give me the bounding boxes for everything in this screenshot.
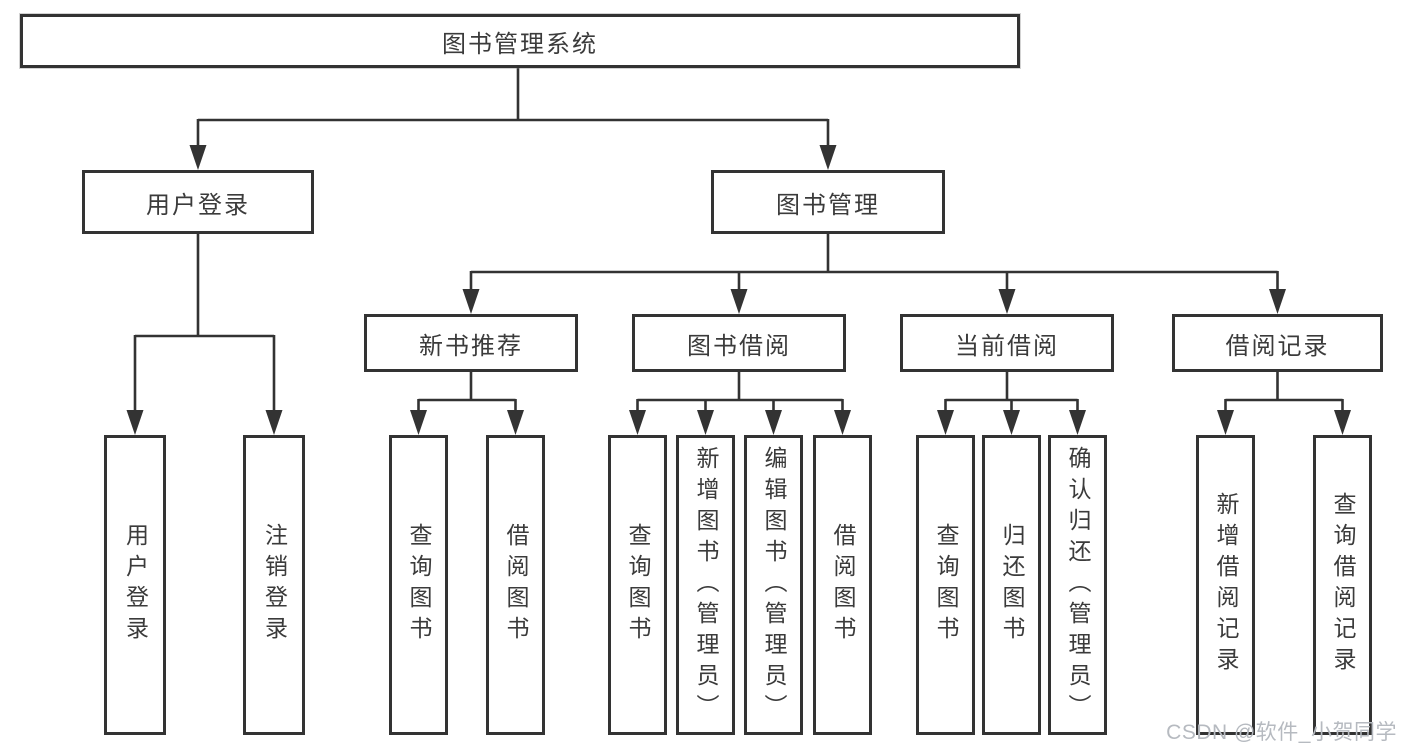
node-root-label: 图书管理系统 — [442, 30, 598, 58]
node-user-login-module: 用户登录 — [82, 170, 314, 234]
leaf-recommend-query-books: 查询图书 — [389, 435, 448, 735]
node-book-borrowing-label: 图书借阅 — [687, 332, 791, 360]
node-current-borrowing-label: 当前借阅 — [955, 332, 1059, 360]
leaf-borrow-books: 借阅图书 — [813, 435, 872, 735]
leaf-recommend-borrow-books-label: 借阅图书 — [503, 523, 529, 647]
node-borrow-records-label: 借阅记录 — [1225, 332, 1330, 360]
leaf-user-login: 用户登录 — [104, 435, 166, 735]
node-book-borrowing: 图书借阅 — [632, 314, 846, 372]
arrowhead-icons — [126, 145, 1351, 435]
leaf-query-borrow-record-label: 查询借阅记录 — [1330, 492, 1356, 678]
leaf-query-borrow-record: 查询借阅记录 — [1313, 435, 1372, 735]
leaf-current-query-books-label: 查询图书 — [933, 523, 959, 647]
leaf-add-books-admin: 新增图书（管理员） — [676, 435, 735, 735]
node-new-book-recommend: 新书推荐 — [364, 314, 578, 372]
leaf-confirm-return-admin: 确认归还（管理员） — [1048, 435, 1107, 735]
leaf-borrow-query-books: 查询图书 — [608, 435, 667, 735]
leaf-borrow-books-label: 借阅图书 — [830, 523, 856, 647]
leaf-recommend-query-books-label: 查询图书 — [406, 523, 432, 647]
leaf-confirm-return-admin-label: 确认归还（管理员） — [1065, 445, 1091, 725]
node-new-book-recommend-label: 新书推荐 — [419, 332, 523, 360]
node-user-login-label: 用户登录 — [146, 191, 250, 219]
leaf-borrow-query-books-label: 查询图书 — [625, 523, 651, 647]
node-book-management-label: 图书管理 — [776, 191, 880, 219]
leaf-edit-books-admin: 编辑图书（管理员） — [744, 435, 803, 735]
node-current-borrowing: 当前借阅 — [900, 314, 1114, 372]
leaf-add-borrow-record-label: 新增借阅记录 — [1213, 492, 1239, 678]
leaf-add-books-admin-label: 新增图书（管理员） — [693, 445, 719, 725]
connector-lines — [133, 68, 1344, 415]
node-root-system: 图书管理系统 — [20, 14, 1020, 68]
leaf-return-books: 归还图书 — [982, 435, 1041, 735]
leaf-logout-label: 注销登录 — [261, 523, 288, 647]
leaf-user-login-label: 用户登录 — [122, 523, 149, 647]
leaf-edit-books-admin-label: 编辑图书（管理员） — [761, 445, 787, 725]
csdn-watermark: CSDN @软件_小贺同学 — [1166, 721, 1397, 744]
leaf-return-books-label: 归还图书 — [999, 523, 1025, 647]
node-book-management-module: 图书管理 — [711, 170, 945, 234]
leaf-add-borrow-record: 新增借阅记录 — [1196, 435, 1255, 735]
leaf-current-query-books: 查询图书 — [916, 435, 975, 735]
leaf-recommend-borrow-books: 借阅图书 — [486, 435, 545, 735]
node-borrow-records: 借阅记录 — [1172, 314, 1383, 372]
leaf-logout: 注销登录 — [243, 435, 305, 735]
